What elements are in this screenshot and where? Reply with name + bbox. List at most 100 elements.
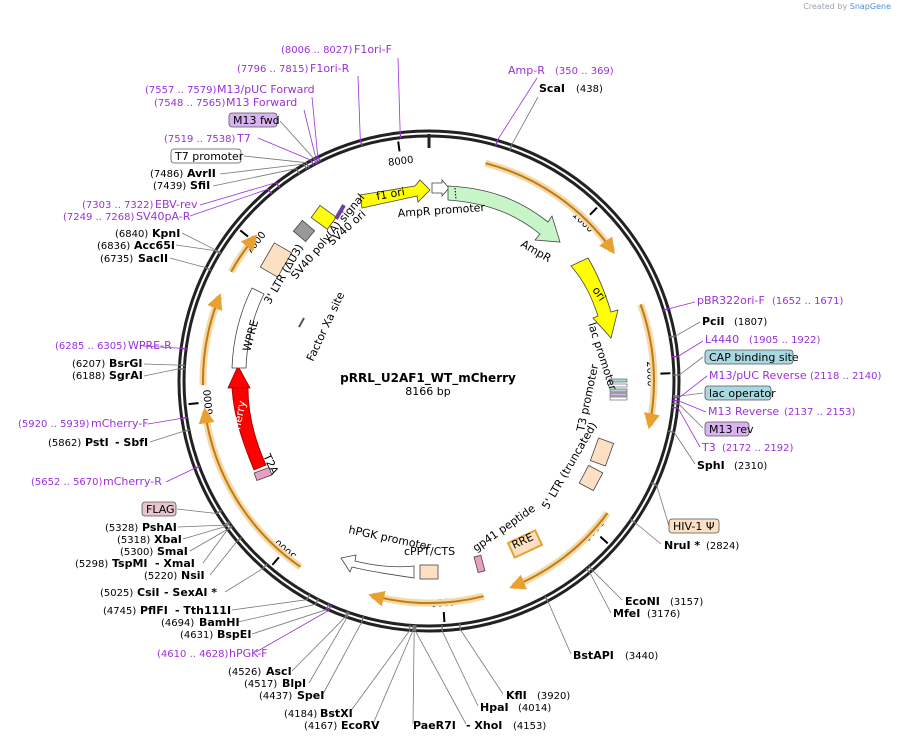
primer-name[interactable]: M13 Forward (226, 96, 297, 109)
feature-rre[interactable] (506, 529, 544, 559)
enzyme-name[interactable]: PciI (702, 315, 724, 328)
leader-line (372, 630, 414, 725)
site-marker (215, 249, 221, 254)
leader-line (460, 629, 504, 695)
primer-name[interactable]: M13/pUC Forward (217, 83, 315, 96)
site-marker (303, 163, 308, 170)
enzyme-name[interactable]: - XmaI (155, 557, 195, 570)
box-lac-operator[interactable] (704, 385, 772, 401)
enzyme-name[interactable]: BstXI (320, 707, 353, 720)
enzyme-name[interactable]: EcoNI (625, 595, 660, 608)
enzyme-name[interactable]: KpnI (152, 227, 180, 240)
box-flag[interactable] (141, 501, 177, 517)
enzyme-name[interactable]: KflI (506, 689, 527, 702)
feature-lac-cluster[interactable] (608, 378, 628, 401)
feature-t2a[interactable] (253, 466, 273, 482)
primer-name[interactable]: mCherry-R (103, 475, 162, 488)
enzyme-name[interactable]: BstAPI (573, 649, 614, 662)
box-m13-fwd-label: M13 fwd (233, 114, 280, 127)
box-m13-fwd[interactable] (228, 112, 278, 128)
box-cap-binding[interactable] (704, 349, 794, 365)
enzyme-pos: (4184) (284, 709, 317, 720)
enzyme-name[interactable]: AvrII (187, 167, 216, 180)
site-marker (194, 465, 201, 470)
primer-name[interactable]: M13 Reverse (708, 405, 779, 418)
enzyme-name[interactable]: NsiI (181, 569, 205, 582)
enzyme-name[interactable]: SfiI (190, 179, 210, 192)
enzyme-name[interactable]: SacII (138, 252, 168, 265)
enzyme-name[interactable]: EcoRV (341, 719, 380, 732)
enzyme-pos: (2310) (734, 461, 767, 472)
enzyme-name[interactable]: HpaI (480, 701, 509, 714)
enzyme-name[interactable]: SphI (697, 459, 725, 472)
primer-name[interactable]: EBV-rev (155, 198, 198, 211)
enzyme-pos: (4437) (259, 691, 292, 702)
feature-wpre[interactable] (231, 287, 265, 369)
primer-name[interactable]: L4440 (705, 333, 739, 346)
leader-line (212, 168, 297, 187)
feature-factor-xa[interactable] (298, 317, 305, 328)
enzyme-name[interactable]: BamHI (199, 616, 240, 629)
enzyme-pos: (3176) (647, 609, 680, 620)
primer-name[interactable]: M13/pUC Reverse (709, 369, 807, 382)
leader-line (224, 568, 264, 593)
feature-sv40-ori[interactable] (310, 204, 337, 230)
feature-f1-ori[interactable] (359, 179, 431, 209)
box-hiv1-psi[interactable] (668, 518, 720, 534)
enzyme-name[interactable]: BlpI (282, 677, 306, 690)
enzyme-name[interactable]: - XhoI (466, 719, 502, 732)
leader-line (397, 57, 401, 133)
enzyme-name[interactable]: - Tth111I (175, 604, 231, 617)
enzyme-name[interactable]: TspMI (112, 557, 148, 570)
box-t7-promoter[interactable] (170, 148, 242, 164)
primer-pos: (8006 .. 8027) (281, 45, 353, 56)
primer-name[interactable]: Amp-R (508, 64, 545, 77)
enzyme-name[interactable]: PstI (85, 436, 109, 449)
primer-name[interactable]: T7 (236, 132, 251, 145)
enzyme-name[interactable]: SpeI (297, 689, 324, 702)
primer-name[interactable]: hPGK-F (229, 647, 267, 660)
enzyme-name[interactable]: BspEI (217, 628, 251, 641)
leader-line (679, 356, 704, 376)
site-marker (180, 347, 187, 350)
feature-hpgk-promoter[interactable] (340, 554, 415, 579)
enzyme-name[interactable]: NruI * (664, 539, 700, 552)
enzyme-name[interactable]: Acc65I (134, 239, 175, 252)
feature-5ltr-b[interactable] (578, 464, 604, 492)
enzyme-name[interactable]: - SexAI * (164, 586, 217, 599)
enzyme-name[interactable]: - SbfI (115, 436, 148, 449)
primer-name[interactable]: mCherry-F (91, 417, 149, 430)
enzyme-name[interactable]: SgrAI (109, 369, 143, 382)
site-marker (359, 139, 363, 147)
primer-name[interactable]: F1ori-F (354, 43, 392, 56)
box-m13-rev[interactable] (704, 421, 750, 437)
enzyme-name[interactable]: PaeR7I (413, 719, 456, 732)
enzyme-name[interactable]: ScaI (539, 82, 565, 95)
primer-name[interactable]: SV40pA-R (136, 210, 191, 223)
primer-name[interactable]: T3 (701, 441, 716, 454)
feature-gp41-peptide[interactable] (473, 554, 486, 573)
enzyme-name[interactable]: CsiI (137, 586, 159, 599)
feature-ampr[interactable] (447, 185, 561, 243)
enzyme-name[interactable]: BsrGI (109, 357, 142, 370)
enzyme-name[interactable]: XbaI (154, 533, 182, 546)
enzyme-name[interactable]: SmaI (157, 545, 188, 558)
feature-sv40-polya[interactable] (292, 219, 316, 243)
primer-name[interactable]: F1ori-R (310, 62, 350, 75)
site-marker (306, 594, 311, 601)
leader-line (511, 96, 539, 145)
enzyme-name[interactable]: PflFI (140, 604, 168, 617)
tick-mark (589, 206, 598, 216)
feature-5ltr-a[interactable] (589, 437, 615, 467)
box-lac-operator-label: lac operator (709, 387, 776, 400)
enzyme-name[interactable]: AscI (266, 665, 292, 678)
feature-ampr-promoter[interactable] (431, 178, 450, 198)
enzyme-name[interactable]: MfeI (613, 607, 640, 620)
feature-cppt-cts[interactable] (419, 564, 439, 580)
feature-3ltr[interactable] (259, 242, 293, 278)
site-marker (313, 158, 318, 165)
primer-name[interactable]: WPRE-R (128, 339, 172, 352)
feature-ori[interactable] (570, 257, 619, 339)
primer-name[interactable]: pBR322ori-F (697, 294, 765, 307)
enzyme-name[interactable]: PshAI (142, 521, 177, 534)
